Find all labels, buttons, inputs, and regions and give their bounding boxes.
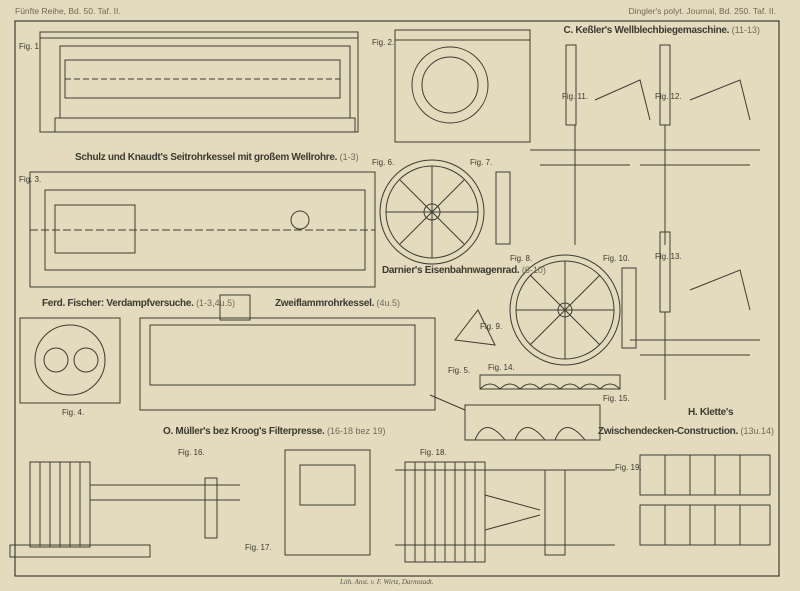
header-right: Dingler's polyt. Journal, Bd. 250. Taf. … [628, 6, 776, 16]
caption-scale: (6-10) [521, 265, 546, 275]
lithographer-credit: Lith. Anst. v. F. Wirtz, Darmstadt. [340, 578, 434, 586]
caption-title: Schulz und Knaudt's Seitrohrkessel mit g… [75, 152, 338, 163]
caption-mueller: O. Müller's bez Kroog's Filterpresse. (1… [163, 426, 386, 437]
caption-fischer: Ferd. Fischer: Verdampfversuche. (1-3,4u… [42, 298, 235, 309]
fig-label: Fig. 12. [655, 92, 682, 101]
fig-label: Fig. 19. [615, 463, 642, 472]
fig19-ceiling-detail [639, 454, 771, 546]
caption-title: Darnier's Eisenbahnwagenrad. [382, 265, 520, 276]
fig3-boiler-plan [29, 171, 376, 288]
caption-title: Zwischendecken-Construction. [598, 426, 738, 437]
fig7-rim-section [495, 171, 511, 245]
caption-schulz: Schulz und Knaudt's Seitrohrkessel mit g… [75, 152, 359, 163]
fig-label: Fig. 2. [372, 38, 395, 47]
fig2-boiler-end [394, 29, 531, 143]
caption-title: Ferd. Fischer: Verdampfversuche. [42, 298, 194, 309]
caption-scale: (1-3) [339, 152, 359, 162]
fig-label: Fig. 16. [178, 448, 205, 457]
fig-label: Fig. 18. [420, 448, 447, 457]
plate-border [14, 20, 780, 577]
fig-label: Fig. 4. [62, 408, 85, 417]
fig-label: Fig. 6. [372, 158, 395, 167]
fig14-15-ceiling-construction [464, 374, 621, 441]
caption-title: C. Keßler's Wellblechbiegemaschine. [563, 25, 730, 36]
fig-label: Fig. 17. [245, 543, 272, 552]
caption-kessler: C. Keßler's Wellblechbiegemaschine. (11-… [564, 25, 761, 36]
caption-title: Zweiflammrohrkessel. [275, 298, 375, 309]
fig-label: Fig. 5. [448, 366, 471, 375]
caption-zweiflamm: Zweiflammrohrkessel. (4u.5) [275, 298, 400, 309]
caption-scale: (4u.5) [376, 298, 401, 308]
fig11-13-bending-machine [530, 44, 760, 400]
header-left: Fünfte Reihe, Bd. 50. Taf. II. [15, 6, 121, 16]
fig10-section [621, 267, 637, 349]
fig5-boiler-side [139, 294, 466, 411]
caption-scale: (1-3,4u.5) [196, 298, 236, 308]
caption-scale: (13u.14) [740, 426, 774, 436]
fig-label: Fig. 8. [510, 254, 533, 263]
fig8-railway-wheel [509, 254, 621, 366]
fig-label: Fig. 15. [603, 394, 630, 403]
fig-label: Fig. 7. [470, 158, 493, 167]
fig1-boiler-section [39, 31, 359, 133]
caption-scale: (16-18 bez 19) [326, 426, 386, 436]
caption-klette-2: Zwischendecken-Construction. (13u.14) [598, 426, 774, 437]
fig9-profile [454, 309, 496, 346]
fig6-railway-wheel [379, 159, 485, 265]
caption-title: H. Klette's [688, 407, 734, 418]
fig-label: Fig. 13. [655, 252, 682, 261]
fig16-filter-press [9, 461, 240, 558]
caption-scale: (11-13) [731, 25, 760, 35]
fig-label: Fig. 10. [603, 254, 630, 263]
caption-klette-1: H. Klette's [688, 407, 734, 418]
caption-title: O. Müller's bez Kroog's Filterpresse. [163, 426, 325, 437]
fig18-filter-press-plan [395, 461, 615, 563]
fig-label: Fig. 3. [19, 175, 42, 184]
fig-label: Fig. 14. [488, 363, 515, 372]
caption-darnier: Darnier's Eisenbahnwagenrad. (6-10) [382, 265, 546, 276]
fig4-boiler-front [19, 317, 121, 404]
fig-label: Fig. 1. [19, 42, 42, 51]
fig-label: Fig. 9. [480, 322, 503, 331]
fig-label: Fig. 11. [562, 92, 589, 101]
fig17-filter-press-end [284, 449, 371, 556]
